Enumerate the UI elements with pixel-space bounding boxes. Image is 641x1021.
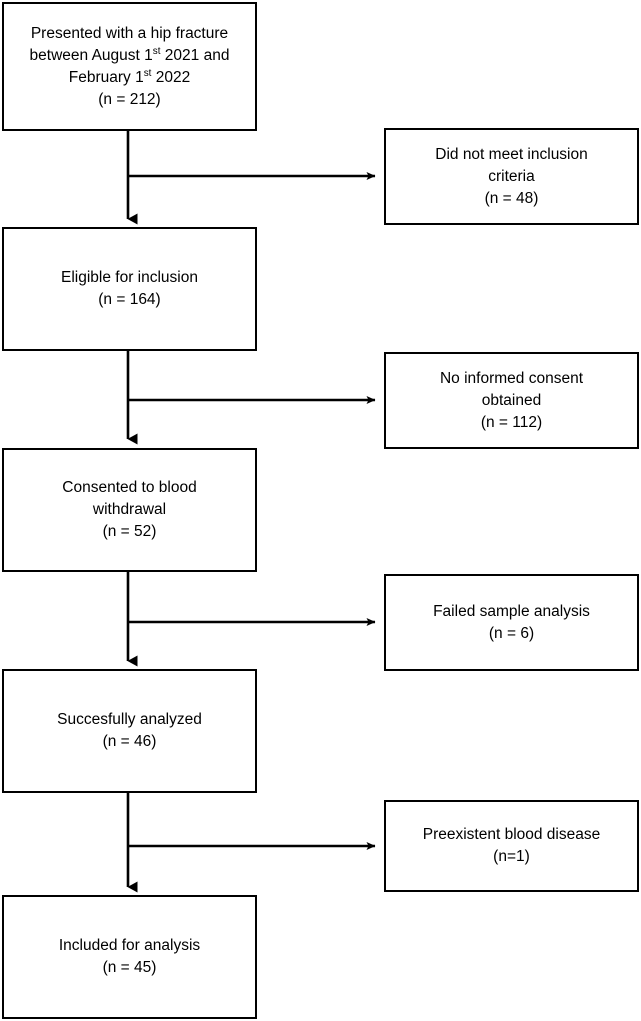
node-not-inclusion-text: Did not meet inclusion criteria (n = 48): [435, 144, 588, 210]
connector-group-2: [126, 351, 376, 445]
node-presented-line3b: 2022: [151, 68, 191, 86]
node-consented-text: Consented to blood withdrawal (n = 52): [62, 477, 196, 543]
node-presented-line3a: February 1: [68, 68, 144, 86]
node-presented-with-hip-fracture: Presented with a hip fracture between Aug…: [2, 2, 257, 131]
node-no-informed-consent-obtained: No informed consent obtained (n = 112): [384, 352, 639, 449]
node-blood-disease-count: (n=1): [493, 848, 530, 865]
node-presented-text: Presented with a hip fracture between Aug…: [30, 23, 230, 111]
node-presented-line1: Presented with a hip fracture: [30, 24, 229, 42]
node-failed-sample-count: (n = 6): [488, 624, 535, 642]
node-included-text: Included for analysis (n = 45): [59, 935, 200, 979]
node-consented-line1: Consented to blood: [62, 479, 197, 496]
node-included-count: (n = 45): [102, 959, 157, 976]
node-failed-sample-analysis: Failed sample analysis (n = 6): [384, 574, 639, 671]
node-included-line1: Included for analysis: [58, 937, 201, 954]
node-eligible-line1: Eligible for inclusion: [61, 269, 198, 286]
node-consented-to-blood-withdrawal: Consented to blood withdrawal (n = 52): [2, 448, 257, 572]
node-analyzed-count: (n = 46): [102, 733, 157, 750]
node-no-consent-line1: No informed consent: [439, 369, 584, 387]
node-blood-disease-line1: Preexistent blood disease: [422, 826, 601, 843]
connector-group-3: [126, 572, 376, 667]
node-no-consent-text: No informed consent obtained (n = 112): [440, 368, 583, 434]
node-preexistent-blood-disease: Preexistent blood disease (n=1): [384, 800, 639, 892]
connector-group-1: [126, 131, 376, 225]
node-presented-line3-superscript: st: [143, 67, 152, 79]
node-presented-count: (n = 212): [98, 90, 161, 108]
node-analyzed-line1: Succesfully analyzed: [57, 711, 202, 728]
node-consented-line2: withdrawal: [92, 501, 167, 518]
node-consented-count: (n = 52): [102, 523, 157, 540]
node-not-inclusion-count: (n = 48): [484, 189, 539, 207]
connector-group-4: [126, 793, 376, 893]
node-eligible-count: (n = 164): [98, 291, 161, 308]
node-no-consent-line2: obtained: [481, 391, 542, 409]
node-failed-sample-text: Failed sample analysis (n = 6): [433, 601, 590, 645]
node-not-inclusion-line2: criteria: [488, 167, 535, 185]
node-blood-disease-text: Preexistent blood disease (n=1): [423, 824, 601, 868]
node-included-for-analysis: Included for analysis (n = 45): [2, 895, 257, 1019]
node-eligible-text: Eligible for inclusion (n = 164): [61, 267, 198, 311]
node-failed-sample-line1: Failed sample analysis: [433, 602, 590, 620]
node-succesfully-analyzed: Succesfully analyzed (n = 46): [2, 669, 257, 793]
node-eligible-for-inclusion: Eligible for inclusion (n = 164): [2, 227, 257, 351]
node-no-consent-count: (n = 112): [480, 413, 543, 431]
node-presented-line2-superscript: st: [152, 45, 161, 57]
node-presented-line2b: 2021 and: [160, 46, 230, 64]
node-did-not-meet-inclusion-criteria: Did not meet inclusion criteria (n = 48): [384, 128, 639, 225]
node-presented-line2a: between August 1: [29, 46, 153, 64]
node-not-inclusion-line1: Did not meet inclusion: [435, 145, 588, 163]
node-analyzed-text: Succesfully analyzed (n = 46): [57, 709, 202, 753]
